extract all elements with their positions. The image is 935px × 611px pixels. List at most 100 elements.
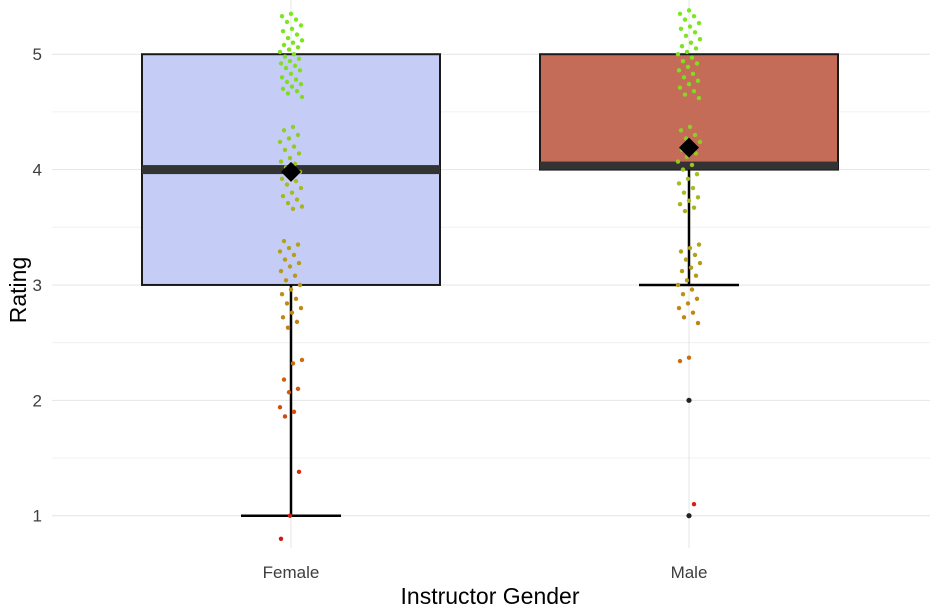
jitter-point: [286, 390, 292, 395]
jitter-point: [296, 260, 302, 266]
jitter-point: [285, 200, 291, 206]
jitter-point: [684, 49, 690, 55]
jitter-point: [288, 11, 294, 17]
jitter-point: [292, 63, 298, 68]
jitter-point: [299, 204, 305, 209]
jitter-point: [299, 357, 305, 363]
median-line: [540, 161, 838, 170]
y-tick-label: 2: [33, 391, 42, 410]
jitter-point: [290, 40, 296, 45]
jitter-point: [693, 151, 699, 156]
jitter-point: [278, 61, 284, 66]
jitter-point: [289, 310, 295, 315]
jitter-point: [295, 242, 301, 247]
jitter-point: [684, 278, 690, 283]
jitter-point: [680, 291, 686, 297]
jitter-point: [688, 40, 694, 45]
jitter-point: [687, 24, 693, 29]
jitter-point: [693, 46, 699, 51]
jitter-point: [284, 19, 290, 25]
jitter-point: [290, 361, 296, 366]
jitter-point: [286, 136, 292, 141]
jitter-point: [692, 132, 698, 138]
jitter-point: [679, 268, 685, 274]
jitter-point: [280, 86, 286, 92]
box-male: [539, 53, 839, 287]
jitter-point: [687, 124, 693, 130]
jitter-point: [277, 49, 283, 55]
jitter-point: [298, 23, 304, 28]
jitter-point: [287, 155, 293, 161]
y-axis-title: Rating: [5, 257, 31, 323]
jitter-point: [295, 45, 301, 50]
jitter-point: [679, 43, 685, 49]
jitter-point: [290, 124, 296, 130]
jitter-point: [681, 190, 687, 195]
jitter-point: [289, 26, 295, 32]
jitter-point: [283, 278, 289, 283]
jitter-point: [296, 469, 302, 475]
y-tick-label: 3: [33, 276, 42, 295]
jitter-point: [697, 260, 703, 266]
jitter-point: [677, 11, 683, 17]
jitter-point: [298, 82, 304, 87]
jitter-point: [689, 162, 695, 168]
jitter-point: [683, 33, 689, 38]
jitter-point: [293, 77, 299, 82]
jitter-point: [696, 242, 702, 247]
jitter-point: [694, 61, 700, 66]
jitter-point: [691, 13, 697, 19]
jitter-point: [292, 273, 298, 278]
jitter-point: [280, 28, 286, 34]
jitter-point: [695, 320, 701, 326]
jitter-point: [287, 58, 293, 64]
jitter-point: [678, 26, 684, 32]
jitter-point: [294, 319, 300, 325]
jitter-point: [277, 249, 283, 254]
jitter-point: [676, 181, 682, 186]
jitter-point: [284, 182, 290, 187]
jitter-point: [291, 144, 297, 149]
mean-marker: [679, 137, 699, 158]
jitter-point: [293, 17, 299, 22]
jitter-point: [678, 128, 684, 133]
jitter-point: [287, 513, 293, 518]
jitter-point: [277, 405, 283, 410]
jitter-point: [277, 139, 283, 145]
mean-marker: [281, 161, 301, 182]
jitter-point: [690, 310, 696, 315]
jitter-point: [692, 30, 698, 35]
jitter-point: [281, 42, 287, 48]
jitter-point: [681, 75, 687, 80]
jitter-point: [683, 136, 689, 141]
jitter-point: [297, 68, 303, 73]
jitter-point: [290, 206, 296, 212]
y-tick-label: 4: [33, 161, 42, 180]
jitter-point: [697, 139, 703, 145]
jitter-point: [285, 325, 291, 330]
jitter-point: [677, 85, 683, 90]
jitter-point: [695, 78, 701, 83]
jitter-point: [294, 32, 300, 37]
jitter-point: [675, 159, 681, 164]
jitter-point: [282, 147, 288, 153]
jitter-point: [693, 273, 699, 278]
jitter-point: [291, 52, 297, 57]
jitter-point: [291, 252, 297, 258]
jitter-point: [278, 159, 284, 164]
jitter-point: [690, 185, 696, 191]
x-tick-label: Female: [263, 563, 320, 582]
jitter-point: [278, 268, 284, 274]
jitter-point: [283, 65, 289, 71]
jitter-point: [296, 151, 302, 156]
jitter-point: [686, 198, 692, 203]
jitter-point: [696, 95, 702, 101]
y-tick-label: 1: [33, 507, 42, 526]
jitter-point: [284, 301, 290, 306]
jitter-point: [676, 305, 682, 311]
jitter-point: [299, 94, 305, 100]
jitter-point: [297, 282, 303, 288]
outlier-point: [686, 513, 692, 519]
jitter-point: [686, 355, 692, 360]
